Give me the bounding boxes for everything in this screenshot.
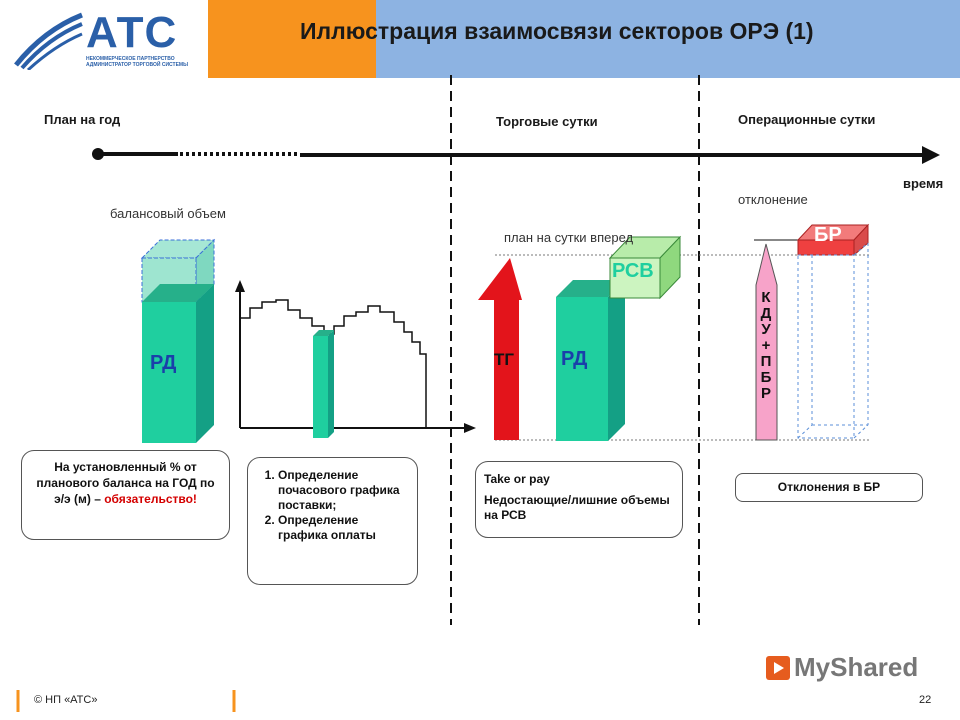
box1-text: На установленный % от планового баланса …	[36, 460, 215, 506]
kdu-arrow	[755, 243, 778, 441]
br-label: БР	[814, 224, 842, 246]
hourly-bar	[313, 336, 328, 438]
footer-watermark: MyShared	[794, 652, 919, 682]
rd-left-side	[196, 284, 214, 443]
header-blue-band	[376, 0, 960, 78]
rd-left-top	[142, 284, 214, 302]
footer-page-number: 22	[919, 694, 932, 706]
label-trade-day: Торговые сутки	[496, 114, 598, 129]
br-box	[797, 239, 855, 256]
box-take-or-pay: Take or pay Недостающие/лишние объемы на…	[475, 461, 683, 538]
rd-right-label: РД	[561, 348, 588, 370]
label-plan-day-ahead: план на сутки вперед	[504, 230, 634, 245]
box-yearly-obligation: На установленный % от планового баланса …	[21, 450, 230, 540]
label-deviation: отклонение	[738, 192, 808, 207]
box2-item-2: Определение графика оплаты	[278, 513, 409, 543]
timeline-arrow-icon	[922, 146, 940, 164]
kdu-label: К Д У + П Б Р	[760, 289, 772, 402]
logo-subtitle: НЕКОММЕРЧЕСКОЕ ПАРТНЕРСТВО АДМИНИСТРАТОР…	[86, 56, 188, 68]
rsv-label: РСВ	[612, 260, 654, 282]
box-br-deviations: Отклонения в БР	[735, 473, 923, 502]
footer-copyright: © НП «АТС»	[34, 694, 98, 706]
logo-text: АТС	[86, 8, 178, 57]
box3-line2: Недостающие/лишние объемы на РСВ	[484, 493, 670, 522]
rd-right-bar	[556, 297, 608, 441]
rsv-box	[609, 257, 661, 299]
box-hourly-schedule: Определение почасового графика поставки;…	[247, 457, 418, 585]
page-title: Иллюстрация взаимосвязи секторов ОРЭ (1)	[300, 18, 814, 44]
box3-line1: Take or pay	[484, 472, 550, 486]
tg-arrow	[478, 258, 522, 440]
label-time: время	[903, 176, 944, 191]
label-balance-volume: балансовый объем	[110, 206, 226, 221]
rd-left-bar	[142, 302, 196, 443]
header-orange-band	[208, 0, 376, 78]
label-operational-day: Операционные сутки	[738, 112, 876, 127]
logo-swoosh-icon	[14, 12, 83, 70]
rd-left-label: РД	[150, 352, 177, 374]
tg-label: ТГ	[494, 350, 515, 369]
box2-item-1: Определение почасового графика поставки;	[278, 468, 409, 513]
box1-red: обязательство!	[104, 492, 197, 506]
label-plan-year: План на год	[44, 112, 121, 127]
